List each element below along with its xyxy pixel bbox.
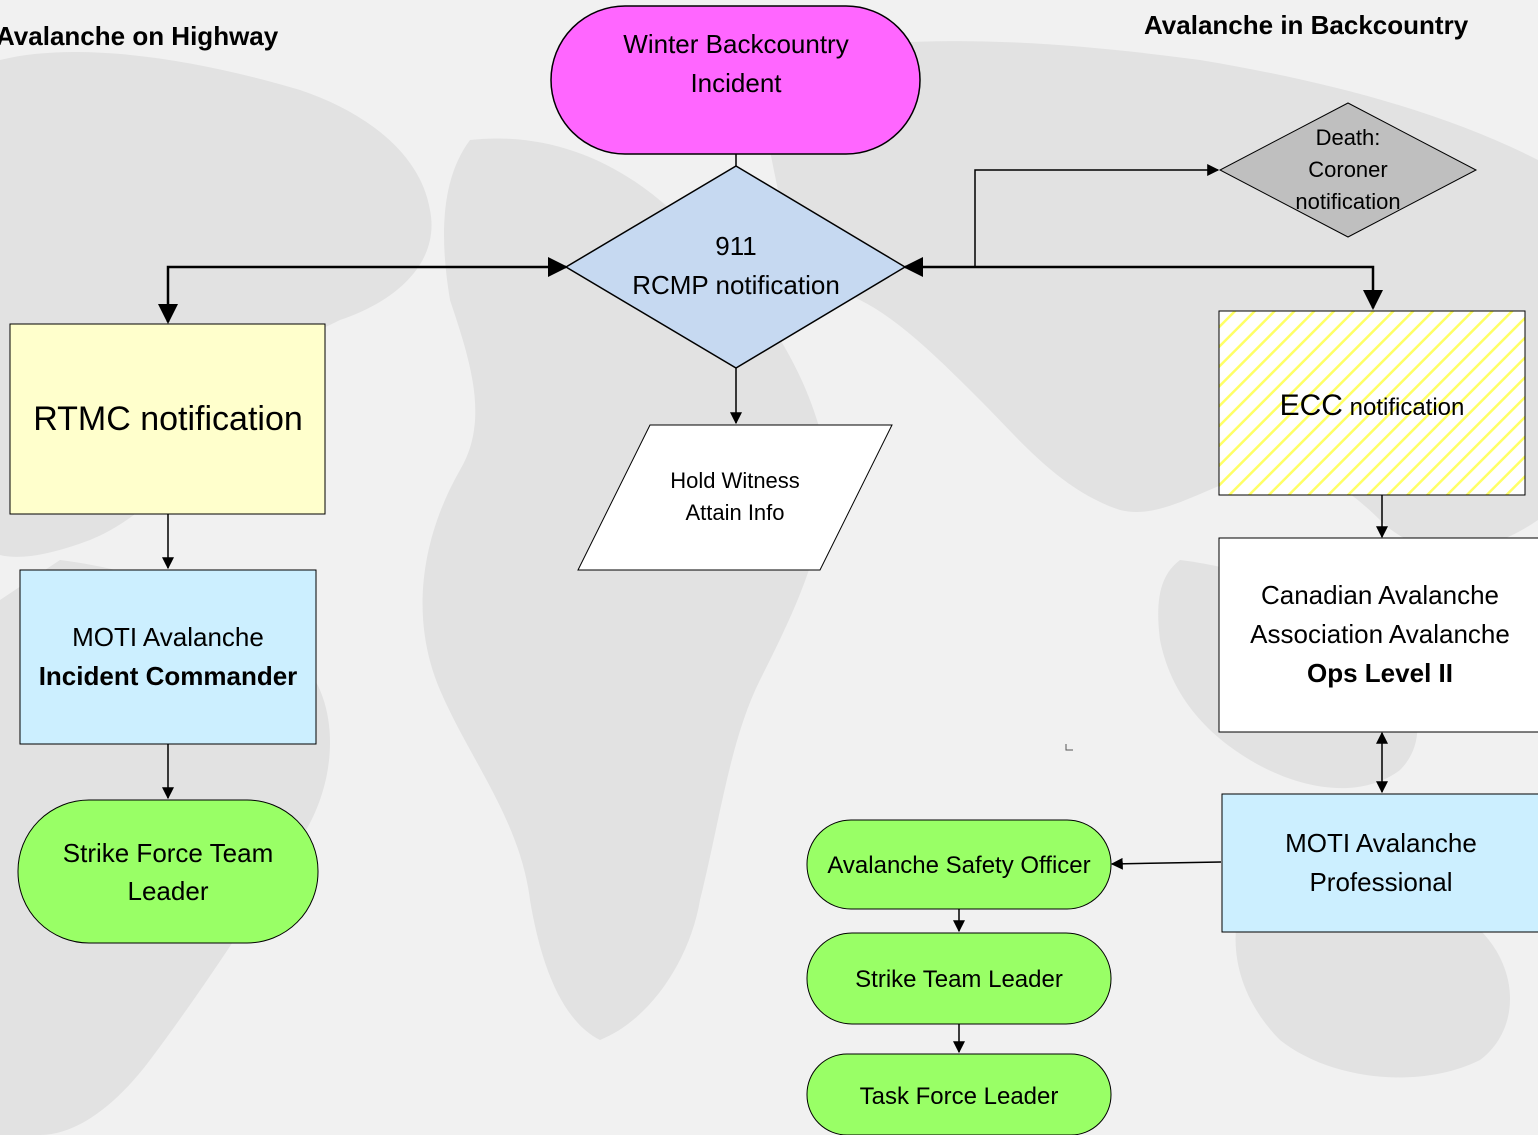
connector-moti-pro-safety — [1110, 857, 1222, 870]
node-rcmp-line2: RCMP notification — [632, 270, 840, 300]
stray-corner-mark — [1065, 744, 1073, 751]
node-coroner-line1: Death: — [1316, 125, 1381, 150]
node-ecc-prefix: ECC — [1280, 389, 1343, 422]
node-coroner-notification: Death: Coroner notification — [1218, 102, 1478, 238]
connector-rcmp-ecc — [903, 257, 1383, 310]
node-caa-line1: Canadian Avalanche — [1261, 580, 1499, 610]
node-ecc-notification: ECC notification — [1218, 310, 1526, 496]
node-safety-officer-label: Avalanche Safety Officer — [827, 852, 1090, 879]
heading-backcountry: Avalanche in Backcountry — [1144, 10, 1469, 40]
connector-rcmp-rtmc — [158, 257, 568, 324]
node-winter-incident: Winter Backcountry Incident — [550, 5, 921, 155]
node-moti-professional: MOTI Avalanche Professional — [1221, 793, 1538, 933]
node-task-force-label: Task Force Leader — [860, 1083, 1059, 1110]
node-moti-ic-line1: MOTI Avalanche — [72, 622, 264, 652]
node-rcmp-line1: 911 — [715, 231, 756, 261]
node-witness-line1: Hold Witness — [670, 468, 800, 493]
node-moti-pro-line1: MOTI Avalanche — [1285, 828, 1477, 858]
node-safety-officer: Avalanche Safety Officer — [806, 819, 1112, 910]
connector-rcmp-coroner — [974, 164, 1220, 267]
node-ecc-label: ECC notification — [1280, 389, 1465, 422]
node-strike-force-line2: Leader — [128, 876, 209, 906]
node-caa-ops-level: Canadian Avalanche Association Avalanche… — [1218, 537, 1538, 733]
node-coroner-line3: notification — [1295, 189, 1400, 214]
node-strike-team-label: Strike Team Leader — [855, 966, 1063, 993]
node-moti-pro-line2: Professional — [1309, 867, 1452, 897]
node-strike-force-line1: Strike Force Team — [63, 838, 273, 868]
connectors — [158, 154, 1388, 1054]
node-rtmc-notification: RTMC notification — [9, 323, 326, 515]
node-strike-force-leader: Strike Force Team Leader — [17, 799, 319, 944]
node-hold-witness: Hold Witness Attain Info — [577, 424, 893, 571]
node-task-force-leader: Task Force Leader — [806, 1053, 1112, 1135]
node-caa-line2: Association Avalanche — [1250, 619, 1510, 649]
node-coroner-line2: Coroner — [1308, 157, 1387, 182]
node-ecc-suffix: notification — [1343, 394, 1464, 421]
node-winter-incident-line2: Incident — [690, 68, 782, 98]
node-winter-incident-line1: Winter Backcountry — [623, 29, 848, 59]
node-rcmp-notification: 911 RCMP notification — [564, 165, 907, 369]
heading-highway: Avalanche on Highway — [0, 21, 279, 51]
node-rtmc-label: RTMC notification — [33, 400, 303, 438]
node-moti-incident-commander: MOTI Avalanche Incident Commander — [19, 569, 317, 745]
node-strike-team-leader: Strike Team Leader — [806, 932, 1112, 1025]
node-caa-bold: Ops Level II — [1307, 658, 1453, 688]
node-moti-ic-bold: Incident Commander — [39, 661, 298, 691]
node-witness-line2: Attain Info — [685, 500, 784, 525]
